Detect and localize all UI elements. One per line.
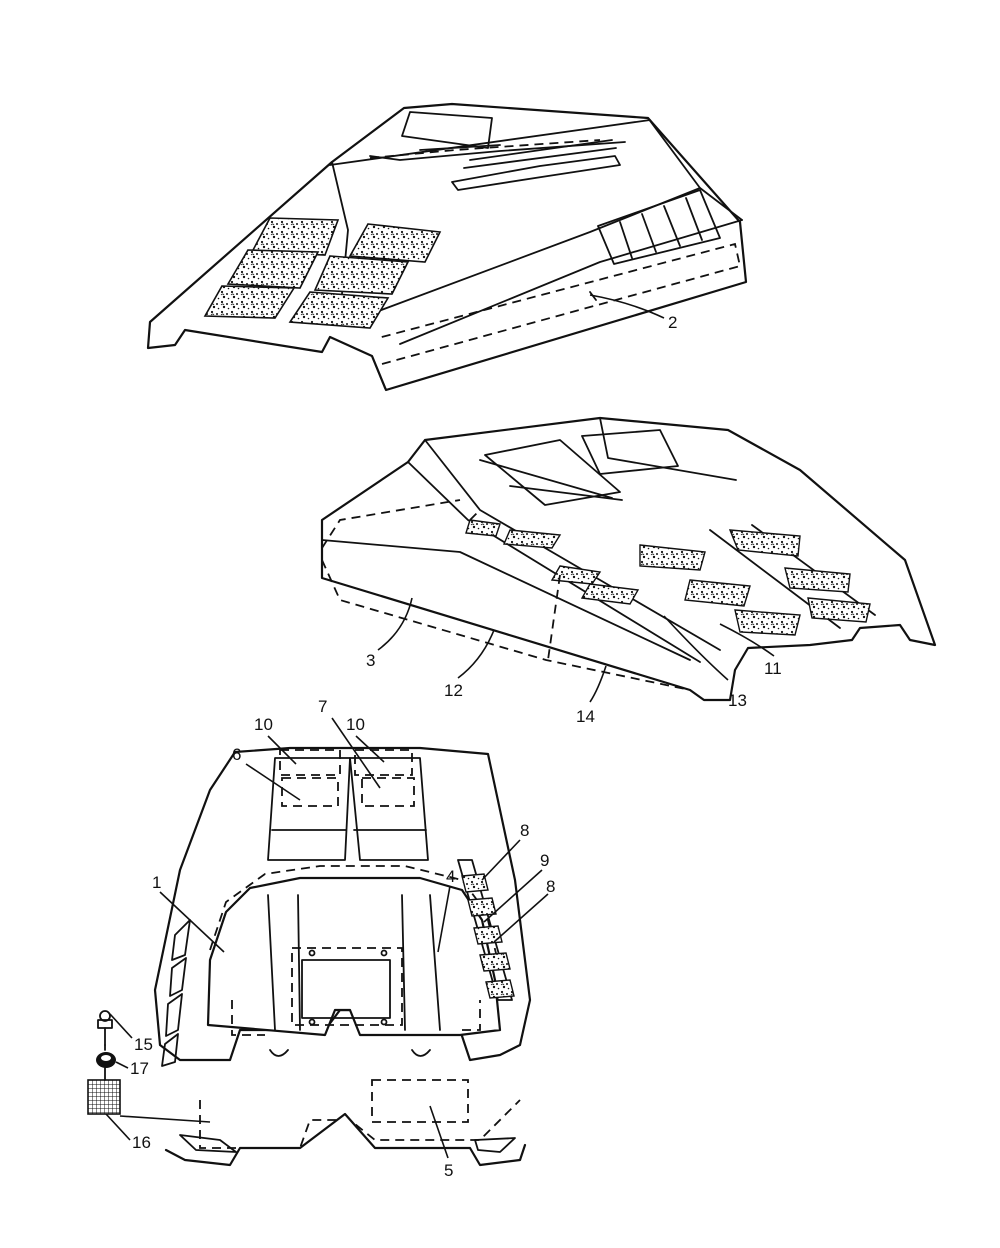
screw-15: [97, 1010, 113, 1046]
callout-6: 6: [232, 745, 241, 764]
callout-4: 4: [446, 867, 455, 886]
callout-13: 13: [728, 691, 747, 710]
callout-15: 15: [134, 1035, 153, 1054]
callout-10-right: 10: [346, 715, 365, 734]
callout-7: 7: [318, 697, 327, 716]
callout-5: 5: [444, 1161, 453, 1180]
callout-3: 3: [366, 651, 375, 670]
callout-16: 16: [132, 1133, 151, 1152]
hood-view-bottom: [153, 746, 532, 1167]
callout-8-lower: 8: [546, 877, 555, 896]
callout-8-upper: 8: [520, 821, 529, 840]
fastener-hardware: [87, 1010, 211, 1123]
callout-17: 17: [130, 1059, 149, 1078]
callout-2: 2: [668, 313, 677, 332]
front-vent-louvres: [203, 217, 442, 329]
callout-11: 11: [764, 659, 782, 678]
callout-labels: 2 3 12 14 13 11 10 7 10 6 8 9 8 1 4 15 1…: [130, 313, 782, 1180]
callout-9: 9: [540, 851, 549, 870]
leader-lines: [105, 294, 775, 1159]
mesh-screen-16: [87, 1079, 121, 1115]
callout-12: 12: [444, 681, 463, 700]
middle-vent-louvres: [465, 519, 871, 636]
side-grille-top: [597, 189, 721, 265]
callout-10-left: 10: [254, 715, 273, 734]
callout-1: 1: [152, 873, 161, 892]
callout-14: 14: [576, 707, 595, 726]
left-side-vents: [161, 919, 191, 1067]
hood-view-middle: [320, 416, 937, 702]
right-side-grille: [457, 859, 515, 1001]
grommet-17: [96, 1052, 116, 1068]
hood-view-top: [146, 102, 748, 392]
